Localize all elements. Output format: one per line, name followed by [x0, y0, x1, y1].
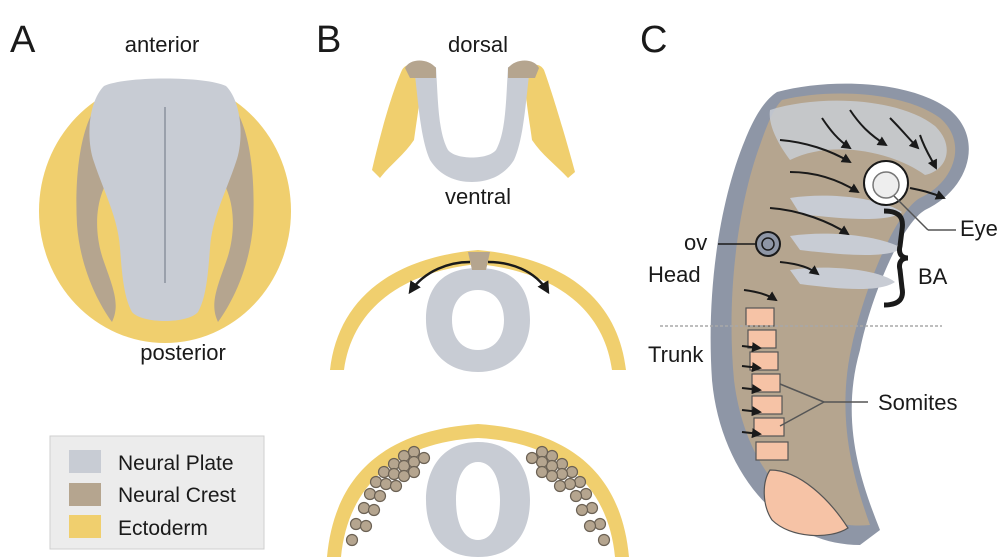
head-label: Head — [648, 262, 701, 287]
neural-crest-cell — [527, 453, 538, 464]
neural-crest-cell — [567, 467, 578, 478]
neural-crest-cell — [409, 467, 420, 478]
legend: Neural Plate Neural Crest Ectoderm — [50, 436, 264, 549]
trunk-label: Trunk — [648, 342, 704, 367]
neural-crest-cell — [371, 477, 382, 488]
panel-b: B dorsal ventral — [316, 19, 629, 557]
neural-crest-cell — [369, 505, 380, 516]
somite — [748, 330, 776, 348]
ov-label: ov — [684, 230, 707, 255]
neural-crest-cell — [379, 467, 390, 478]
neural-tube-closing — [426, 268, 530, 372]
neural-crest-cell — [399, 451, 410, 462]
posterior-label: posterior — [140, 340, 226, 365]
neural-crest-cell — [595, 519, 606, 530]
legend-swatch-ectoderm — [69, 515, 101, 538]
neural-crest-cell — [351, 519, 362, 530]
legend-label-ectoderm: Ectoderm — [118, 517, 208, 540]
neural-crest-cell — [577, 505, 588, 516]
neural-crest-cell — [361, 521, 372, 532]
somites-label: Somites — [878, 390, 957, 415]
neural-crest-cell — [389, 469, 400, 480]
neural-crest-cell — [565, 479, 576, 490]
neural-crest-cell — [365, 489, 376, 500]
neural-crest-tip-left — [405, 61, 436, 79]
neural-crest-cell — [587, 503, 598, 514]
dorsal-label: dorsal — [448, 32, 508, 57]
neural-crest-cell — [547, 461, 558, 472]
legend-swatch-neural-plate — [69, 450, 101, 473]
somite — [746, 308, 774, 326]
neural-crest-cell — [419, 453, 430, 464]
neural-crest-cell — [557, 469, 568, 480]
legend-swatch-neural-crest — [69, 483, 101, 506]
neural-crest-cell — [347, 535, 358, 546]
neural-crest-cell — [389, 459, 400, 470]
neural-fold-stage — [372, 61, 575, 183]
neural-tube-closed — [426, 442, 530, 557]
panel-b-letter: B — [316, 19, 341, 61]
eye-lens — [873, 172, 899, 198]
neural-crest-cell — [399, 461, 410, 472]
ventral-label: ventral — [445, 184, 511, 209]
neural-crest-tip-right — [508, 61, 539, 79]
panel-c: C — [640, 19, 998, 545]
neural-crest-cell — [537, 447, 548, 458]
neural-crest-cell — [547, 451, 558, 462]
neural-crest-cell — [581, 489, 592, 500]
neural-crest-cell — [359, 503, 370, 514]
neural-tube-stage — [330, 250, 626, 372]
neural-crest-cell — [571, 491, 582, 502]
neural-crest-cell — [409, 447, 420, 458]
neural-crest-cells-stage — [327, 424, 629, 557]
neural-crest-cell — [555, 481, 566, 492]
otic-vesicle — [756, 232, 780, 256]
eye-label: Eye — [960, 216, 998, 241]
ectoderm-fold-right — [525, 65, 575, 178]
legend-label-neural-crest: Neural Crest — [118, 484, 236, 507]
neural-plate-folding — [414, 67, 530, 182]
panel-c-letter: C — [640, 19, 667, 61]
panel-a: A anterior posterior — [10, 19, 291, 365]
neural-crest-cell — [585, 521, 596, 532]
somite — [756, 442, 788, 460]
neural-crest-dorsal — [468, 252, 490, 270]
neural-crest-cell — [391, 481, 402, 492]
neural-crest-cell — [599, 535, 610, 546]
ba-label: BA — [918, 264, 948, 289]
neural-crest-cell — [409, 457, 420, 468]
neural-crest-cell — [537, 457, 548, 468]
neural-crest-cell — [557, 459, 568, 470]
neural-crest-cell — [537, 467, 548, 478]
neural-crest-cell — [399, 471, 410, 482]
neural-crest-cell — [575, 477, 586, 488]
panel-a-letter: A — [10, 19, 36, 61]
anterior-label: anterior — [125, 32, 200, 57]
neural-crest-cell — [381, 479, 392, 490]
neural-crest-cell — [375, 491, 386, 502]
ectoderm-fold-left — [372, 65, 421, 178]
neural-crest-cell — [547, 471, 558, 482]
legend-label-neural-plate: Neural Plate — [118, 452, 234, 475]
